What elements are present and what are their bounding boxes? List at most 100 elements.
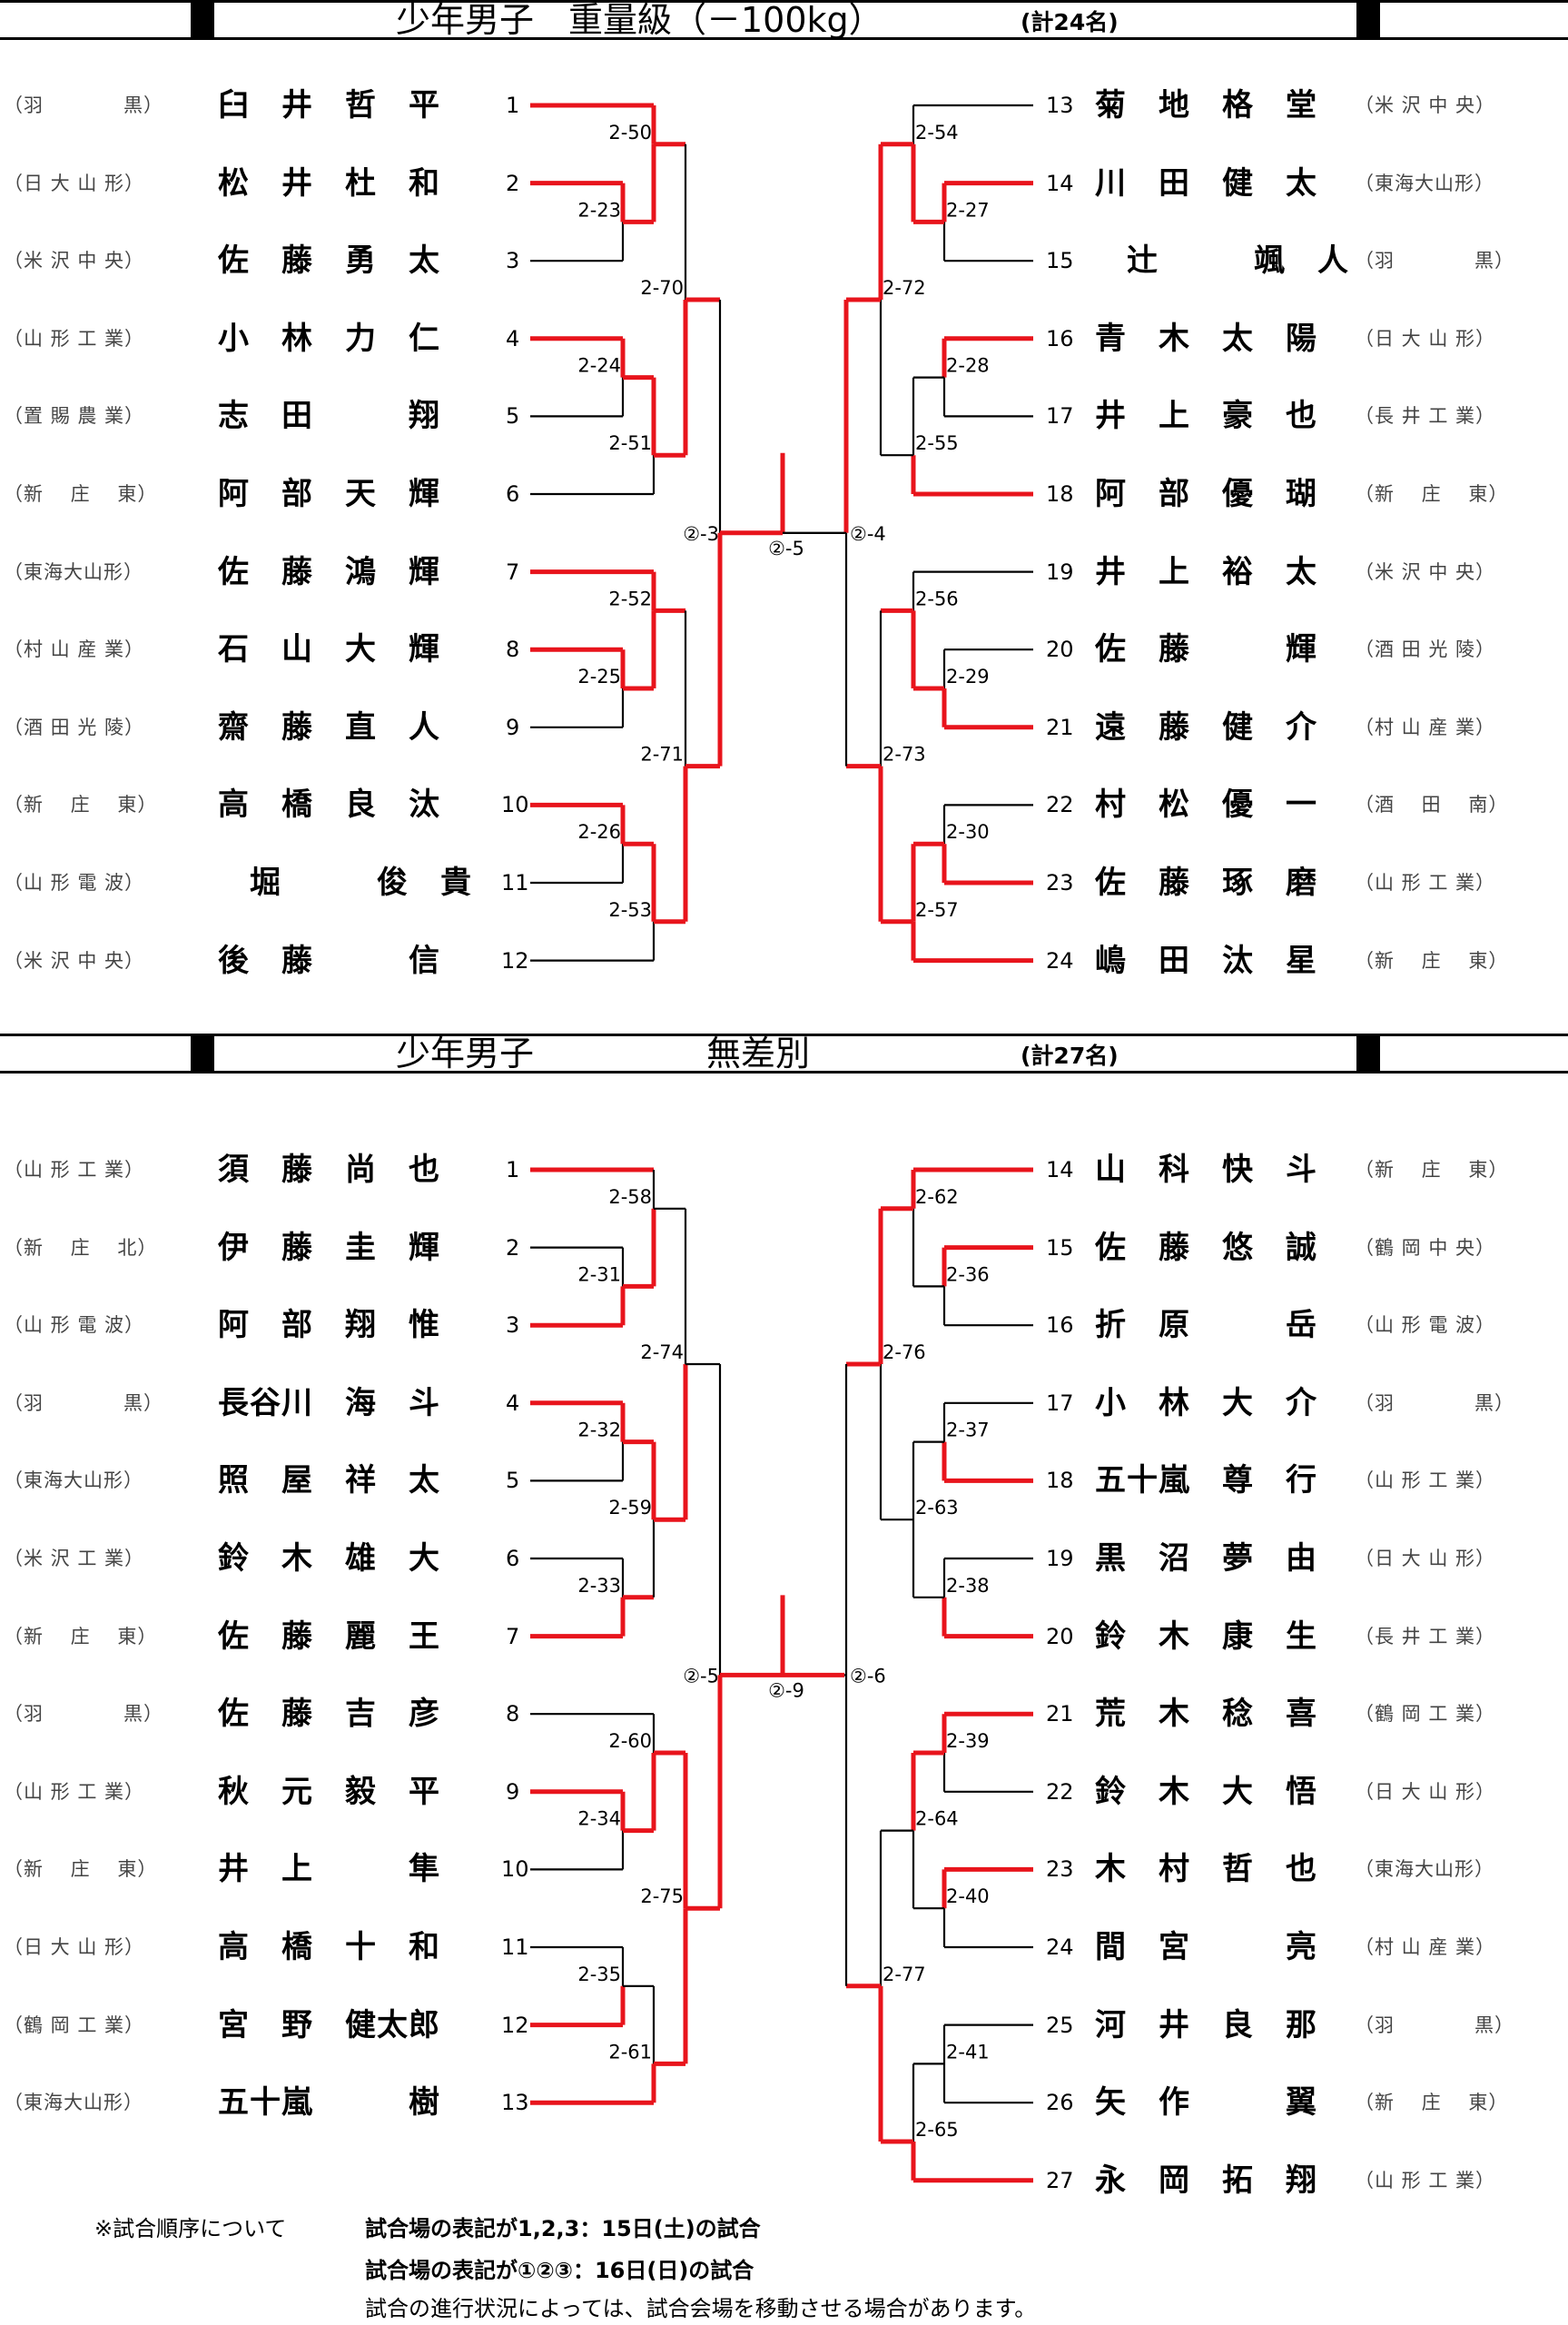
- left-school: （米 沢 中 央）: [4, 949, 145, 972]
- left-school: （山 形 工 業）: [4, 327, 145, 350]
- match-number-label: 2-33: [577, 1575, 621, 1597]
- left-player-name: 長谷川 海 斗: [218, 1384, 440, 1421]
- match-number-label: ②-4: [850, 523, 886, 545]
- notes-heading: ※試合順序について: [94, 2216, 287, 2241]
- left-player-name: 佐 藤 勇 太: [218, 242, 440, 280]
- right-seed: 18: [1046, 1468, 1074, 1494]
- right-school: （村 山 産 業）: [1355, 716, 1496, 738]
- match-number-label: 2-57: [915, 899, 959, 921]
- right-seed: 18: [1046, 481, 1074, 507]
- right-school: （東海大山形）: [1355, 172, 1494, 194]
- left-player-name: 松 井 杜 和: [218, 164, 440, 202]
- right-seed: 25: [1046, 2012, 1074, 2038]
- left-seed: 2: [506, 170, 520, 196]
- right-player-name: 折 原 岳: [1095, 1307, 1317, 1344]
- section-title: 少年男子 重量級（－100kg）: [396, 0, 883, 40]
- left-player-name: 高 橋 十 和: [218, 1929, 440, 1965]
- match-number-label: 2-24: [577, 355, 621, 377]
- match-number-label: 2-32: [577, 1420, 621, 1441]
- match-number-label: 2-52: [608, 588, 652, 609]
- right-school: （村 山 産 業）: [1355, 1936, 1496, 1958]
- left-seed: 8: [506, 637, 520, 663]
- right-school: （米 沢 中 央）: [1355, 94, 1496, 116]
- right-player-name: 鈴 木 大 悟: [1095, 1773, 1317, 1810]
- right-seed: 16: [1046, 1312, 1074, 1339]
- right-player-name: 木 村 哲 也: [1095, 1851, 1317, 1888]
- right-school: （山 形 工 業）: [1355, 872, 1496, 894]
- right-school: （新 庄 東）: [1355, 1159, 1509, 1181]
- section-count: (計27名): [1021, 1043, 1119, 1069]
- right-seed: 19: [1046, 559, 1074, 585]
- match-number-label: 2-50: [608, 122, 652, 143]
- match-number-label: 2-70: [640, 277, 684, 299]
- left-player-name: 齋 藤 直 人: [218, 708, 440, 746]
- left-school: （新 庄 東）: [4, 794, 158, 816]
- right-player-name: 菊 地 格 堂: [1095, 87, 1317, 124]
- left-seed: 10: [501, 792, 529, 818]
- match-number-label: 2-41: [946, 2041, 990, 2063]
- match-number-label: 2-61: [608, 2041, 652, 2063]
- match-number-label: 2-55: [915, 432, 959, 454]
- left-school: （東海大山形）: [4, 1469, 143, 1492]
- left-school: （東海大山形）: [4, 560, 143, 583]
- match-number-label: 2-35: [577, 1964, 621, 1985]
- right-school: （日 大 山 形）: [1355, 1780, 1496, 1803]
- match-number-label: ②-3: [683, 523, 719, 545]
- notes-line-2: 試合場の表記が①②③：16日(日)の試合: [365, 2258, 754, 2283]
- match-number-label: ②-6: [850, 1665, 886, 1687]
- notes-line-3: 試合の進行状況によっては、試合会場を移動させる場合があります。: [365, 2296, 1037, 2321]
- right-player-name: 佐 藤 琢 磨: [1095, 865, 1317, 901]
- left-seed: 6: [506, 1546, 520, 1571]
- left-school: （新 庄 東）: [4, 1625, 158, 1647]
- right-player-name: 遠 藤 健 介: [1095, 708, 1317, 746]
- match-number-label: 2-23: [577, 199, 621, 221]
- right-player-name: 井 上 裕 太: [1095, 553, 1317, 590]
- right-seed: 20: [1046, 1623, 1074, 1649]
- match-number-label: 2-29: [946, 666, 990, 688]
- right-school: （鶴 岡 中 央）: [1355, 1236, 1496, 1259]
- left-school: （山 形 電 波）: [4, 1314, 145, 1337]
- left-player-name: 五十嵐 樹: [218, 2084, 440, 2122]
- left-school: （日 大 山 形）: [4, 1936, 145, 1958]
- right-school: （新 庄 東）: [1355, 2092, 1509, 2114]
- right-player-name: 小 林 大 介: [1095, 1384, 1317, 1421]
- right-player-name: 川 田 健 太: [1095, 164, 1317, 202]
- left-seed: 12: [501, 2012, 529, 2038]
- left-player-name: 小 林 力 仁: [218, 320, 440, 357]
- left-player-name: 照 屋 祥 太: [218, 1462, 440, 1499]
- title-mark-left: [191, 1036, 214, 1071]
- right-school: （羽 黒）: [1355, 250, 1514, 272]
- section-title: 少年男子 無差別: [396, 1034, 811, 1073]
- right-player-name: 黒 沼 夢 由: [1095, 1540, 1317, 1577]
- right-player-name: 永 岡 拓 翔: [1095, 2162, 1317, 2199]
- left-player-name: 須 藤 尚 也: [218, 1152, 440, 1188]
- left-seed: 6: [506, 481, 520, 507]
- left-school: （米 沢 中 央）: [4, 250, 145, 272]
- right-player-name: 間 宮 亮: [1095, 1929, 1317, 1965]
- match-number-label: 2-31: [577, 1263, 621, 1285]
- right-player-name: 佐 藤 悠 誠: [1095, 1229, 1317, 1266]
- left-school: （山 形 工 業）: [4, 1159, 145, 1181]
- right-player-name: 河 井 良 那: [1095, 2006, 1317, 2043]
- match-number-label: 2-34: [577, 1808, 621, 1830]
- right-school: （山 形 工 業）: [1355, 2169, 1496, 2191]
- left-school: （新 庄 東）: [4, 483, 158, 505]
- left-school: （山 形 電 波）: [4, 872, 145, 894]
- match-number-label: 2-58: [608, 1186, 652, 1208]
- right-school: （長 井 工 業）: [1355, 405, 1496, 428]
- right-player-name: 矢 作 翼: [1095, 2084, 1317, 2122]
- right-seed: 24: [1046, 947, 1074, 974]
- right-player-name: 阿 部 優 瑚: [1095, 476, 1317, 512]
- left-school: （米 沢 工 業）: [4, 1548, 145, 1569]
- left-seed: 5: [506, 1468, 520, 1494]
- match-number-label: 2-27: [946, 199, 990, 221]
- match-number-label: 2-54: [915, 122, 959, 143]
- right-seed: 22: [1046, 1778, 1074, 1805]
- right-school: （日 大 山 形）: [1355, 327, 1496, 350]
- right-seed: 20: [1046, 637, 1074, 663]
- right-player-name: 井 上 豪 也: [1095, 398, 1317, 435]
- right-seed: 16: [1046, 325, 1074, 351]
- left-player-name: 宮 野 健太郎: [218, 2006, 440, 2043]
- match-number-label: 2-60: [608, 1730, 652, 1752]
- right-seed: 19: [1046, 1546, 1074, 1571]
